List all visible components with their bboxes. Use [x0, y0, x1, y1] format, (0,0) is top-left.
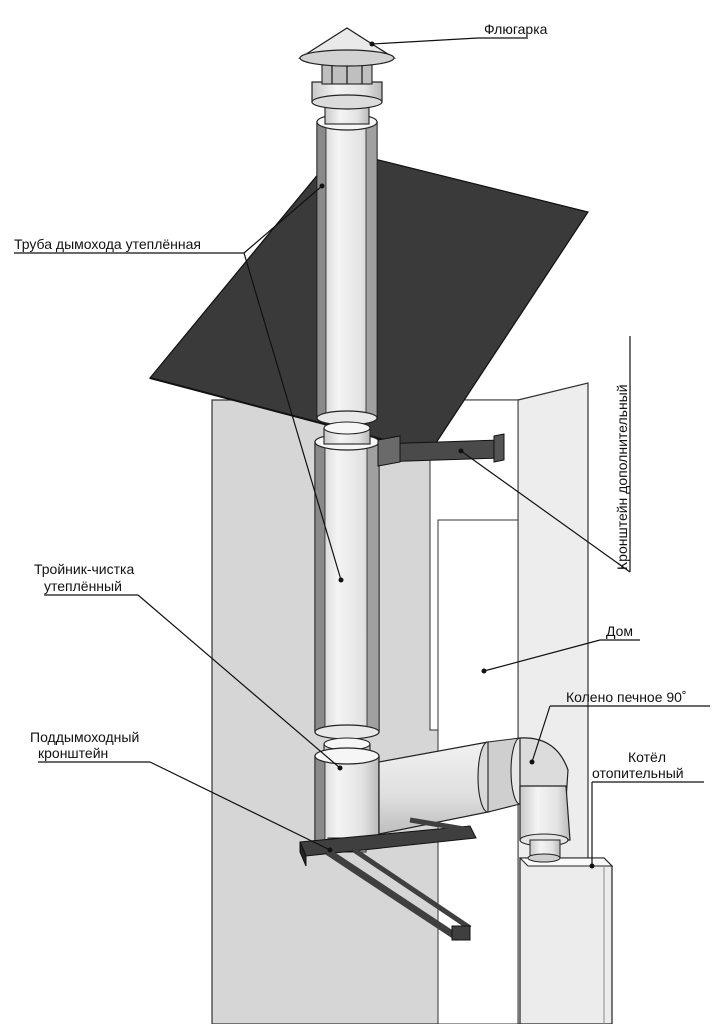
label-support-bracket-line1: Поддымоходный [30, 729, 139, 745]
label-elbow: Колено печное 90˚ [566, 689, 687, 705]
chimney-pipe-upper [316, 99, 378, 426]
boiler [518, 853, 614, 1024]
label-cap: Флюгарка [484, 21, 548, 37]
house-wall [211, 382, 589, 1024]
label-boiler-line1: Котёл [628, 749, 666, 765]
support-bracket [299, 817, 477, 941]
elbow-90 [519, 737, 571, 859]
label-boiler-line2: отопительный [592, 765, 684, 781]
label-insulated-pipe: Труба дымохода утеплённая [14, 236, 201, 252]
leader-lines [14, 37, 710, 869]
label-extra-bracket: Кронштейн дополнительный [614, 384, 630, 570]
chimney-pipe-middle [314, 421, 380, 740]
label-tee-line2: утеплённый [44, 578, 122, 594]
additional-bracket [377, 433, 505, 467]
label-tee-line1: Тройник-чистка [34, 561, 134, 577]
chimney-cap [297, 27, 397, 110]
label-house: Дом [606, 623, 633, 639]
label-support-bracket-line2: кронштейн [38, 745, 108, 761]
